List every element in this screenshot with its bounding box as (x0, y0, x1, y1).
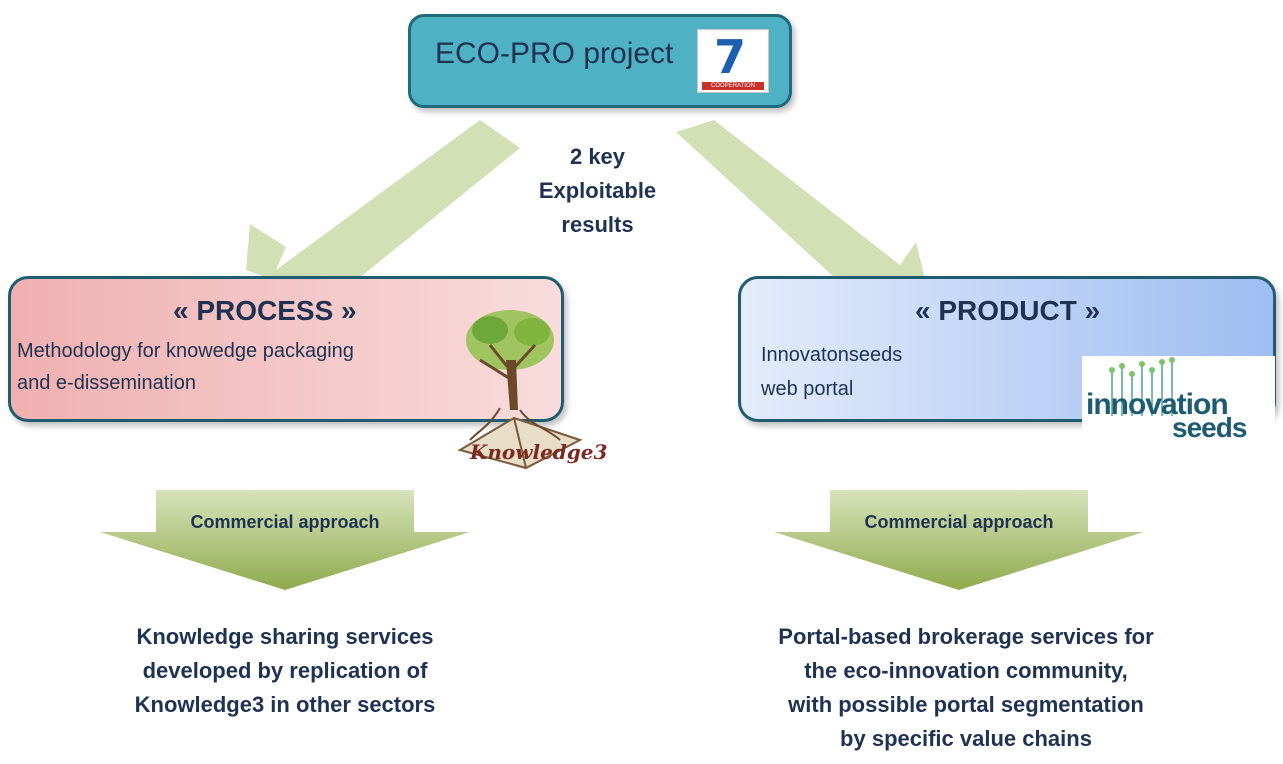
result-line: Portal-based brokerage services for (778, 624, 1154, 649)
caption-line: results (561, 212, 634, 237)
fp7-logo-numeral: 7 (714, 30, 747, 84)
product-line: Innovatonseeds (761, 344, 903, 366)
seeds-logo-word-seeds: seeds (1172, 412, 1247, 443)
left-diagonal-arrow (246, 120, 520, 310)
fp7-cooperation-logo: 7 COOPERATION (697, 29, 769, 93)
fp7-logo-caption: COOPERATION (702, 82, 764, 90)
product-line: web portal (761, 378, 854, 400)
process-result-text: Knowledge sharing services developed by … (70, 620, 500, 722)
commercial-approach-arrow-right: Commercial approach (774, 490, 1144, 590)
seeds-stems-icon (1109, 357, 1175, 416)
down-arrow-shape (100, 490, 470, 590)
result-line: with possible portal segmentation (788, 692, 1144, 717)
eco-pro-title: ECO-PRO project (435, 37, 674, 70)
result-line: Knowledge sharing services (136, 624, 434, 649)
caption-line: Exploitable (538, 178, 657, 203)
commercial-approach-label: Commercial approach (864, 512, 1054, 532)
result-line: developed by replication of (142, 658, 428, 683)
process-title: « PROCESS » (173, 295, 357, 326)
product-result-text: Portal-based brokerage services for the … (716, 620, 1216, 756)
caption-line: 2 key (569, 144, 626, 169)
right-diagonal-arrow (676, 120, 930, 312)
process-line: Methodology for knowedge packaging (17, 340, 354, 362)
result-line: by specific value chains (840, 726, 1092, 751)
product-title: « PRODUCT » (915, 295, 1101, 326)
commercial-approach-label: Commercial approach (190, 512, 380, 532)
down-arrow-shape (774, 490, 1144, 590)
innovation-seeds-logo: innovation seeds (1082, 356, 1275, 450)
eco-pro-project-box: ECO-PRO project 7 COOPERATION (408, 14, 792, 108)
commercial-approach-arrow-left: Commercial approach (100, 490, 470, 590)
knowledge3-tree-book-icon (457, 310, 583, 470)
key-results-caption: 2 key Exploitable results (505, 140, 690, 242)
knowledge3-logo-text: Knowledge3 (470, 440, 608, 464)
result-line: Knowledge3 in other sectors (134, 692, 436, 717)
process-line: and e-dissemination (17, 372, 196, 394)
result-line: the eco-innovation community, (804, 658, 1128, 683)
seeds-logo-word-innovation: innovation (1086, 388, 1229, 421)
